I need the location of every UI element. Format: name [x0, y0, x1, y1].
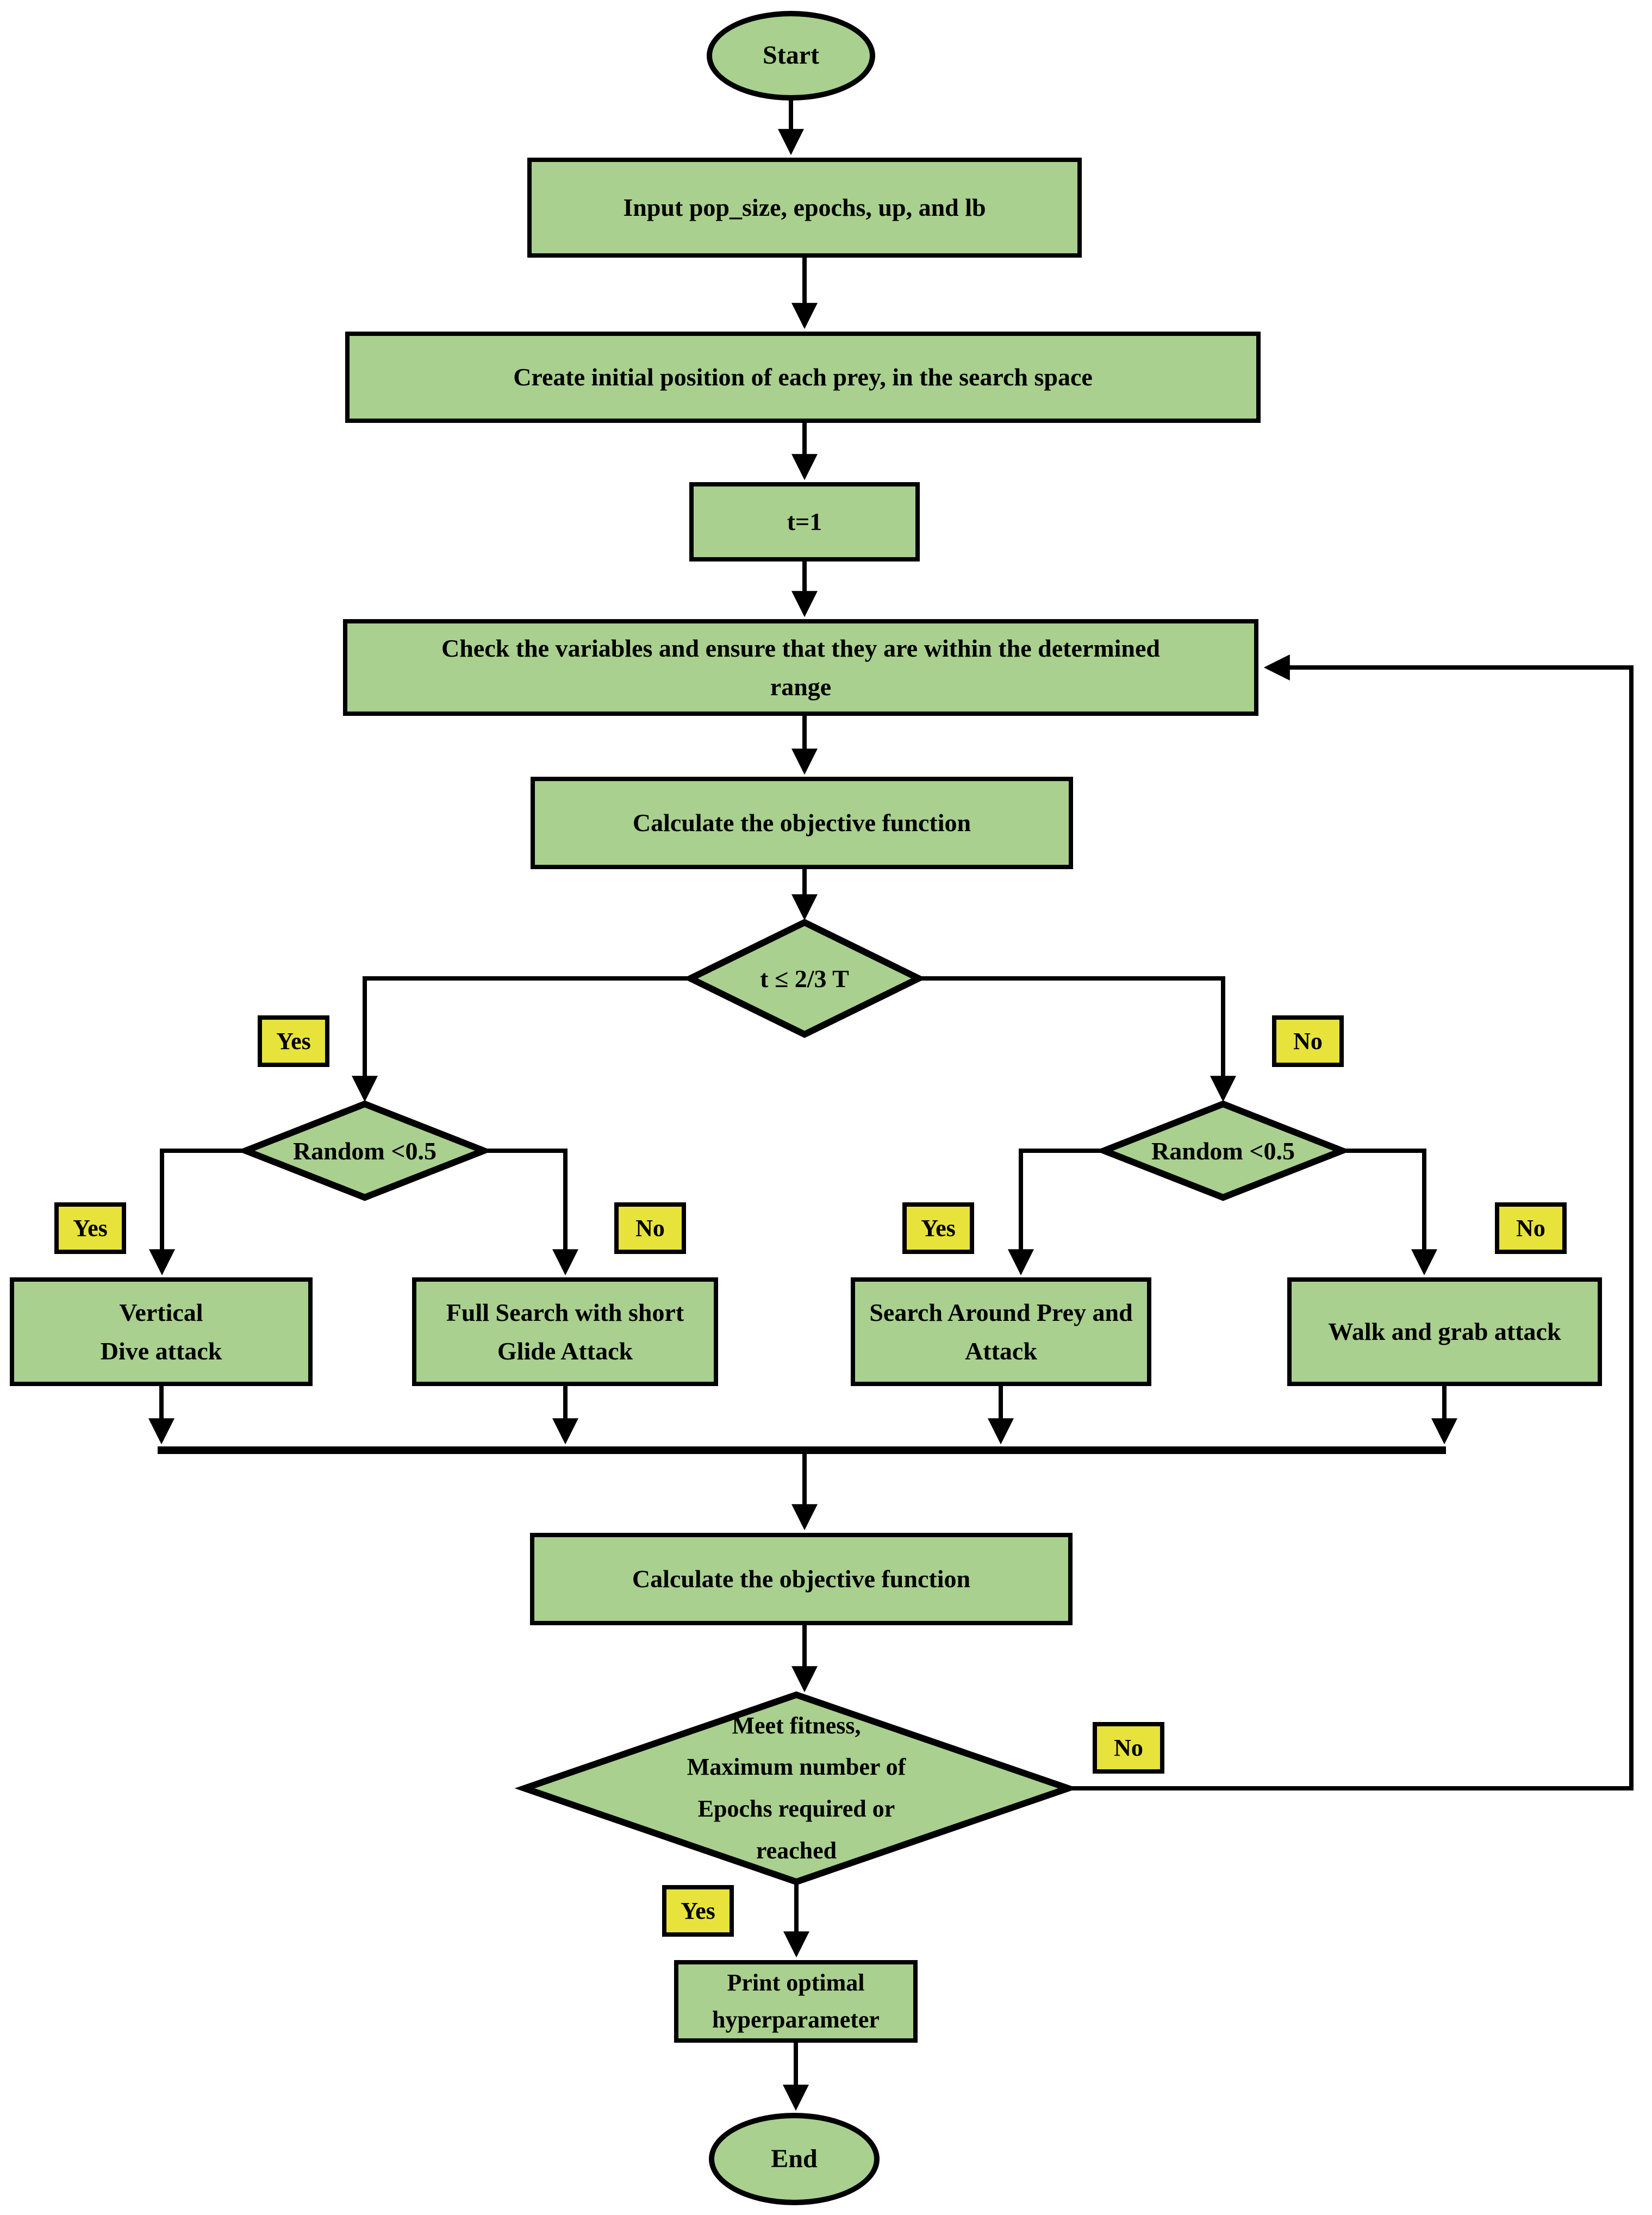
no-text: No [1516, 1215, 1545, 1241]
yes-text: Yes [921, 1215, 956, 1241]
cond-meet-no-label: No [1093, 1722, 1164, 1774]
print-optimal-line2: hyperparameter [712, 2006, 880, 2033]
no-text: No [1293, 1028, 1323, 1055]
calc-objective-1-label: Calculate the objective function [632, 808, 971, 837]
search-around-line1: Search Around Prey and [869, 1298, 1133, 1326]
vertical-dive-line1: Vertical [119, 1298, 203, 1326]
no-text: No [635, 1215, 665, 1241]
print-optimal-line1: Print optimal [727, 1969, 865, 1996]
connector-randomright-yes-searcharound [1008, 1149, 1105, 1276]
walk-grab-label: Walk and grab attack [1328, 1317, 1561, 1345]
cond-meet-diamond [514, 1691, 1079, 1886]
random-right-no-label: No [1495, 1202, 1567, 1254]
check-label-line1: Check the variables and ensure that they… [441, 634, 1161, 662]
search-around-line2: Attack [965, 1337, 1037, 1365]
cond-time-no-label: No [1272, 1015, 1344, 1067]
t-init-node: t=1 [689, 482, 920, 561]
full-search-node: Full Search with short Glide Attack [412, 1277, 718, 1386]
cond-meet-yes-label: Yes [662, 1885, 734, 1937]
end-node: End [709, 2113, 880, 2205]
t-init-label: t=1 [787, 507, 822, 535]
end-label: End [771, 2144, 818, 2173]
connector-condtime-yes-randomleft [352, 976, 691, 1102]
vertical-dive-line2: Dive attack [100, 1337, 222, 1365]
connector-randomright-no-walkgrab [1341, 1149, 1437, 1276]
calc-objective-2-node: Calculate the objective function [530, 1533, 1073, 1625]
connector-condtime-no-randomright [918, 976, 1236, 1102]
yes-text: Yes [276, 1028, 311, 1055]
cond-random-left-diamond [236, 1100, 493, 1201]
cond-time-yes-label: Yes [258, 1015, 329, 1067]
search-around-node: Search Around Prey and Attack [851, 1277, 1151, 1386]
full-search-line2: Glide Attack [497, 1337, 633, 1365]
connector-randomleft-yes-verticaldive [149, 1149, 247, 1276]
calc-objective-2-label: Calculate the objective function [632, 1564, 971, 1593]
vertical-dive-node: Vertical Dive attack [10, 1277, 313, 1386]
create-label: Create initial position of each prey, in… [513, 363, 1093, 391]
create-node: Create initial position of each prey, in… [345, 332, 1261, 423]
input-node: Input pop_size, epochs, up, and lb [527, 158, 1082, 258]
walk-grab-node: Walk and grab attack [1287, 1277, 1602, 1386]
check-node: Check the variables and ensure that they… [343, 619, 1258, 716]
random-right-yes-label: Yes [902, 1202, 974, 1254]
input-label: Input pop_size, epochs, up, and lb [623, 193, 986, 221]
yes-text: Yes [73, 1215, 108, 1241]
no-text: No [1114, 1734, 1143, 1761]
start-label: Start [763, 41, 819, 70]
connector-condmeet-no-loopback [1067, 654, 1634, 1790]
start-node: Start [707, 11, 875, 101]
cond-random-right-diamond [1095, 1100, 1351, 1201]
check-label-line2: range [770, 673, 832, 701]
connector-randomleft-no-fullsearch [483, 1149, 578, 1276]
random-left-yes-label: Yes [54, 1202, 126, 1254]
random-left-no-label: No [614, 1202, 686, 1254]
cond-time-diamond [683, 919, 926, 1038]
calc-objective-1-node: Calculate the objective function [531, 777, 1073, 869]
yes-text: Yes [681, 1898, 715, 1924]
full-search-line1: Full Search with short [446, 1298, 684, 1326]
print-optimal-node: Print optimal hyperparameter [674, 1960, 918, 2043]
